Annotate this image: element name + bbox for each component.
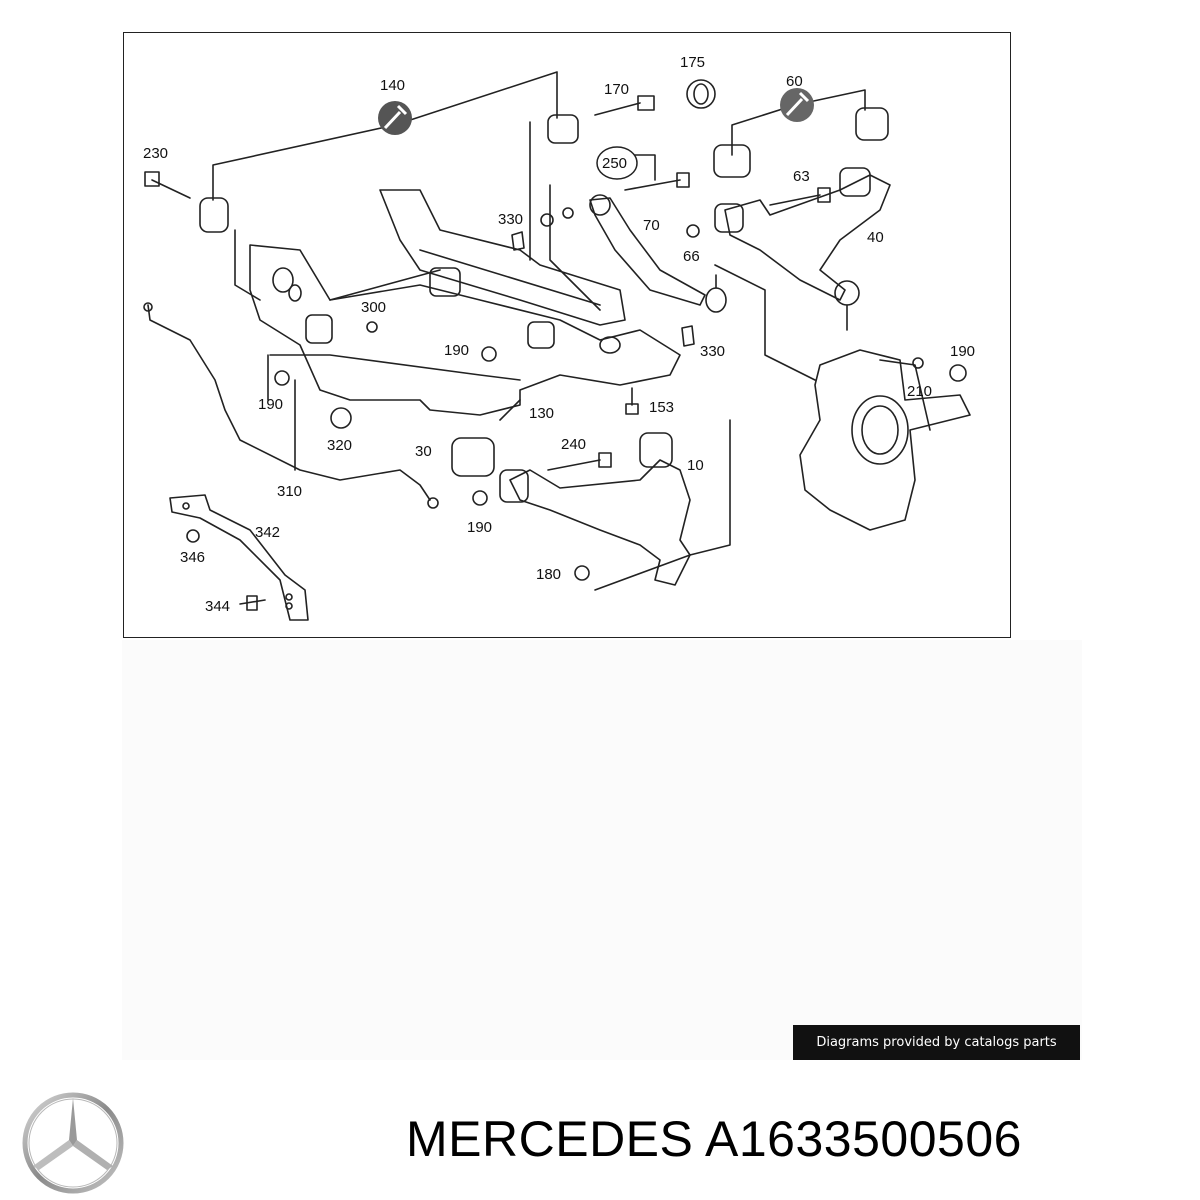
part-label-130: 130 [529, 405, 554, 422]
part-label-70: 70 [643, 217, 660, 234]
diagram-credit-badge: Diagrams provided by catalogs parts [793, 1025, 1080, 1060]
brand-name: MERCEDES [406, 1111, 694, 1167]
part-label-320: 320 [327, 437, 352, 454]
part-label-330-bottom: 330 [700, 343, 725, 360]
part-label-310: 310 [277, 483, 302, 500]
wrench-icon [780, 88, 814, 122]
part-label-63: 63 [793, 168, 810, 185]
part-label-240: 240 [561, 436, 586, 453]
catalog-background [122, 640, 1082, 1060]
part-label-344: 344 [205, 598, 230, 615]
part-label-190-right: 190 [950, 343, 975, 360]
mercedes-star-logo [22, 1092, 124, 1194]
part-label-230: 230 [143, 145, 168, 162]
part-label-10: 10 [687, 457, 704, 474]
part-label-250: 250 [602, 155, 627, 172]
product-title: MERCEDES A1633500506 [406, 1110, 1022, 1168]
part-label-342: 342 [255, 524, 280, 541]
part-label-190-bottom: 190 [467, 519, 492, 536]
part-label-170: 170 [604, 81, 629, 98]
part-label-153: 153 [649, 399, 674, 416]
part-label-300: 300 [361, 299, 386, 316]
part-label-190-left: 190 [258, 396, 283, 413]
part-label-180: 180 [536, 566, 561, 583]
part-label-30: 30 [415, 443, 432, 460]
diagram-frame [123, 32, 1011, 638]
part-number: A1633500506 [705, 1111, 1022, 1167]
part-label-175: 175 [680, 54, 705, 71]
part-label-40: 40 [867, 229, 884, 246]
parts-group-badge [596, 146, 638, 180]
wrench-icon [378, 101, 412, 135]
part-label-210: 210 [907, 383, 932, 400]
part-label-66: 66 [683, 248, 700, 265]
part-label-346: 346 [180, 549, 205, 566]
part-label-60: 60 [786, 73, 803, 90]
part-label-190-center: 190 [444, 342, 469, 359]
part-label-330-top: 330 [498, 211, 523, 228]
part-label-140: 140 [380, 77, 405, 94]
